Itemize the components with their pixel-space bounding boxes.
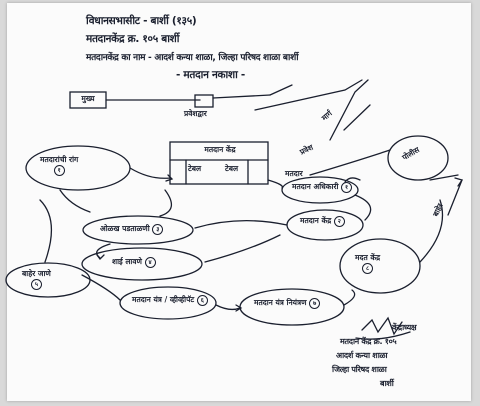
header-line-1: विधानसभासीट - बार्शी (१३५) [86,15,197,27]
node-queue-label: मतदारांची रांग १ [40,155,79,176]
node-assistant-num: २ [333,216,345,227]
node-assistant-text: मतदान केंद्र [300,216,332,225]
node-assistant-label: मतदान केंद्र २ [300,216,345,227]
node-officer-num: १ [341,182,353,193]
node-exit-text: बाहेर जाणे [22,269,51,278]
node-queue-num: १ [53,164,65,176]
node-ink-label: शाई लावणे ४ [112,257,156,268]
signature-line-1: केंद्राध्यक्ष [392,323,417,332]
top-left-box-label: मुख्य [81,94,95,103]
diagonal-road [254,79,363,111]
node-help-label: मदत केंद्र ८ [355,253,381,274]
header-line-4: - मतदान नकाशा - [176,69,245,81]
node-control-num: ७ [309,298,321,309]
node-vvpat-text: मतदान यंत्र / व्हीव्हीपॅट [132,295,195,304]
node-exit-num: ५ [30,278,42,290]
node-help-shape [339,238,421,294]
node-ink-text: शाई लावणे [112,257,142,266]
booth-title: मतदान केंद्र [204,145,236,154]
node-control-label: मतदान यंत्र नियंत्रण ७ [254,298,321,309]
booth-table-1: टेबल [188,164,202,173]
node-officer-shape [281,176,359,204]
node-verify-text: ओळख पडताळणी [100,224,150,233]
node-verify-num: ३ [152,224,164,235]
node-verify-label: ओळख पडताळणी ३ [100,224,164,235]
node-exit-label: बाहेर जाणे ५ [22,269,51,290]
node-vvpat-label: मतदान यंत्र / व्हीव्हीपॅट ६ [132,295,208,306]
header-line-2: मतदानकेंद्र क्र. १०५ बार्शी [86,33,180,45]
node-help-num: ८ [362,262,374,274]
header-line-3: मतदानकेंद्र का नाम - आदर्श कन्या शाळा, ज… [86,53,299,63]
node-officer-text: मतदान अधिकारी [292,182,339,191]
node-verify-shape [82,215,194,245]
booth-rectangle [169,141,269,185]
node-help-text: मदत केंद्र [355,253,381,262]
node-ink-num: ४ [144,257,156,268]
node-ink-shape [81,247,203,281]
top-middle-box-label: प्रवेशद्वार [184,109,207,118]
booth-table-2: टेबल [225,164,239,173]
node-officer-label: मतदान अधिकारी १ [292,182,353,193]
node-right-top-shape [387,135,449,181]
signature-line-2: मतदान केंद्र क्र. १०५ [340,337,397,346]
node-control-text: मतदान यंत्र नियंत्रण [254,298,307,307]
top-middle-box [194,94,214,108]
node-vvpat-shape [119,286,217,320]
signature-line-4: जिल्हा परिषद शाळा [332,365,387,374]
node-queue-text: मतदारांची रांग [40,155,79,164]
signature-line-5: बार्शी [380,379,394,388]
node-vvpat-num: ६ [196,295,208,306]
arrow-label-voter: मतदार [285,169,303,178]
signature-line-3: आदर्श कन्या शाळा [336,351,388,360]
